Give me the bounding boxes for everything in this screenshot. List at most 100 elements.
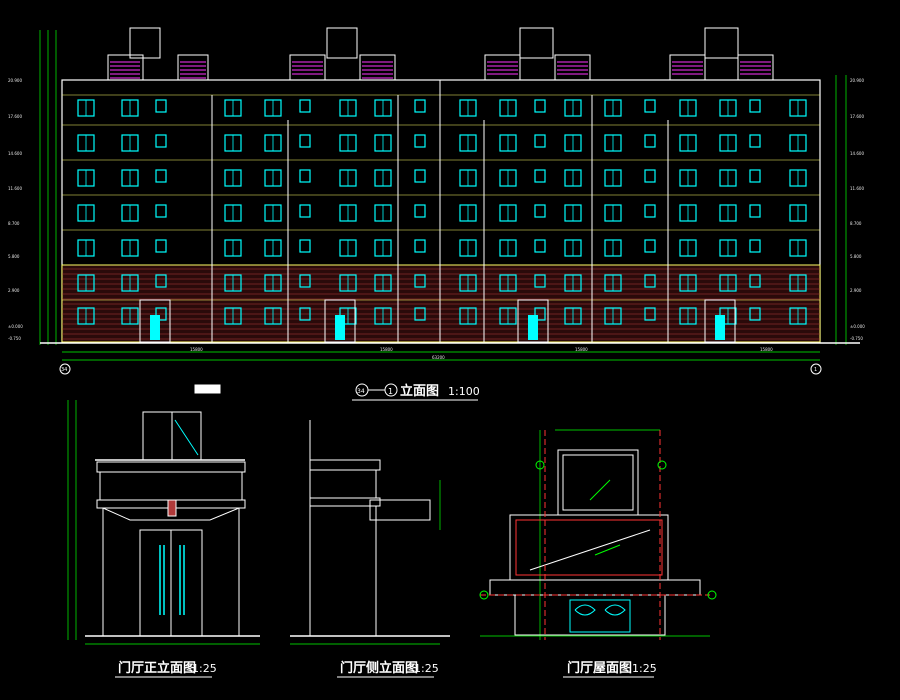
window — [121, 204, 139, 222]
window — [299, 99, 311, 113]
brick-base — [61, 264, 821, 343]
window-frame — [299, 204, 311, 218]
lobby-side-elevation — [290, 420, 450, 645]
window — [789, 239, 807, 257]
title-axis-left: 34 — [357, 388, 365, 395]
window — [789, 274, 807, 292]
window — [224, 134, 242, 152]
window-frame — [299, 239, 311, 253]
elevation-marks-left: 20.90017.60014.60011.6008.7005.8002.900±… — [8, 78, 23, 341]
window-frame — [155, 307, 167, 321]
window-frame — [749, 169, 761, 183]
window — [644, 274, 656, 288]
window — [299, 307, 311, 321]
window — [789, 169, 807, 187]
elevation-mark-right: 5.800 — [850, 254, 862, 259]
window — [414, 204, 426, 218]
window — [224, 239, 242, 257]
window — [459, 307, 477, 325]
window — [534, 307, 546, 321]
dim-total: 63200 — [432, 355, 445, 360]
left-dimension-chain — [39, 30, 57, 345]
window — [719, 204, 737, 222]
window — [459, 169, 477, 187]
window — [749, 134, 761, 148]
window — [604, 307, 622, 325]
window — [564, 307, 582, 325]
window — [499, 239, 517, 257]
window — [679, 307, 697, 325]
elevation-mark-right: 2.900 — [850, 288, 862, 293]
roof-structures — [107, 27, 774, 81]
window — [534, 204, 546, 218]
elevation-mark-right: ±0.000 — [850, 324, 865, 329]
window — [264, 169, 282, 187]
window — [264, 307, 282, 325]
window — [719, 239, 737, 257]
window — [534, 169, 546, 183]
window — [155, 204, 167, 218]
window — [414, 307, 426, 321]
elevation-mark-left: 5.800 — [8, 254, 20, 259]
window — [564, 204, 582, 222]
window — [155, 239, 167, 253]
window — [414, 134, 426, 148]
window — [264, 239, 282, 257]
window — [299, 134, 311, 148]
lobby-roof-title: 门厅屋面图 — [567, 660, 632, 676]
elevation-mark-right: 14.600 — [850, 151, 864, 156]
lobby-side-scale: 1:25 — [414, 662, 439, 675]
window — [155, 307, 167, 321]
window — [679, 274, 697, 292]
window — [499, 134, 517, 152]
window — [719, 169, 737, 187]
window-frame — [534, 239, 546, 253]
window — [719, 134, 737, 152]
window-frame — [299, 307, 311, 321]
elevation-mark-left: 17.600 — [8, 114, 22, 119]
window-frame — [644, 134, 656, 148]
window — [789, 99, 807, 117]
window-frame — [414, 134, 426, 148]
right-dimension-chain — [835, 75, 847, 345]
window — [339, 239, 357, 257]
window — [604, 239, 622, 257]
window-frame — [644, 274, 656, 288]
window — [459, 239, 477, 257]
window-frame — [644, 307, 656, 321]
window — [77, 274, 95, 292]
window — [534, 274, 546, 288]
window — [374, 274, 392, 292]
window — [789, 204, 807, 222]
window — [534, 239, 546, 253]
window — [499, 169, 517, 187]
axis-left-label: 34 — [61, 367, 67, 373]
window — [644, 307, 656, 321]
title-axis-num: 1 — [388, 387, 393, 396]
window — [564, 274, 582, 292]
window-frame — [749, 99, 761, 113]
window — [374, 204, 392, 222]
window — [264, 134, 282, 152]
lobby-roof-scale: 1:25 — [632, 662, 657, 675]
window — [414, 274, 426, 288]
roof-magenta-accents — [110, 61, 771, 79]
entrance-doors — [139, 299, 736, 343]
window-frame — [299, 134, 311, 148]
axis-bubble-left — [59, 363, 71, 375]
window — [564, 99, 582, 117]
window — [121, 239, 139, 257]
main-elevation: 15800 15800 15800 15800 63200 34 1 20.90… — [8, 27, 865, 375]
window — [749, 204, 761, 218]
window — [374, 169, 392, 187]
elevation-mark-right: 17.600 — [850, 114, 864, 119]
window — [339, 204, 357, 222]
window — [77, 99, 95, 117]
lobby-front-title: 门厅正立面图 — [118, 660, 196, 676]
window — [224, 274, 242, 292]
elevation-mark-left: 8.700 — [8, 221, 20, 226]
window — [299, 274, 311, 288]
pilasters — [211, 80, 669, 342]
